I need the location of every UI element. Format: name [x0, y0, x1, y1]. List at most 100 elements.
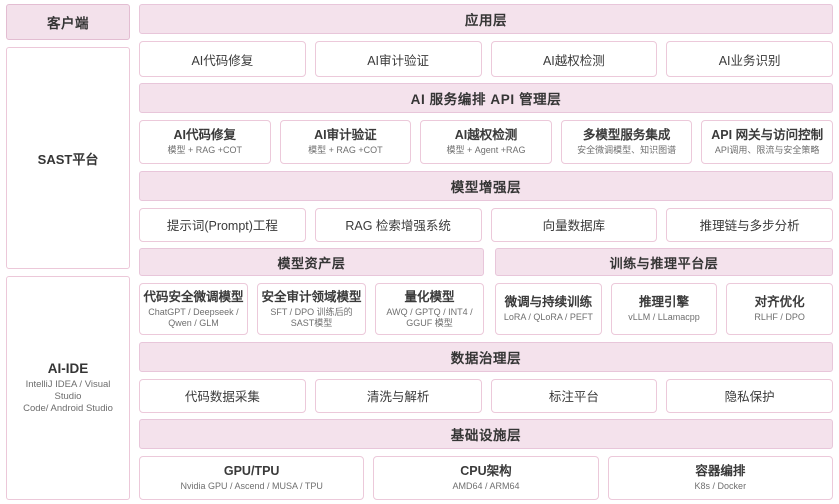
card-title: CPU架构 — [460, 464, 512, 479]
layer-application-cards: AI代码修复 AI审计验证 AI越权检测 AI业务识别 — [139, 41, 833, 77]
card-title: AI越权检测 — [542, 53, 605, 68]
layer-model-enhancement-cards: 提示词(Prompt)工程 RAG 检索增强系统 向量数据库 推理链与多步分析 — [139, 207, 833, 242]
card-subtitle: ChatGPT / Deepseek /Qwen / GLM — [148, 306, 239, 328]
rail-sast-title: SAST平台 — [37, 151, 99, 167]
card-subtitle: K8s / Docker — [694, 481, 747, 492]
card-title: AI审计验证 — [314, 128, 377, 143]
card-subtitle: RLHF / DPO — [754, 312, 805, 323]
card-title: 向量数据库 — [542, 219, 606, 234]
layer-model-assets: 模型资产层 代码安全微调模型 ChatGPT / Deepseek /Qwen … — [139, 248, 484, 336]
rail-client-chip: 客户端 — [6, 4, 130, 40]
rail-sast-platform-box: SAST平台 — [6, 47, 130, 269]
card-vector-database[interactable]: 向量数据库 — [490, 207, 658, 242]
card-ai-business-recognition[interactable]: AI业务识别 — [666, 41, 833, 77]
layer-data-governance-cards: 代码数据采集 清洗与解析 标注平台 隐私保护 — [139, 378, 833, 413]
card-title: 隐私保护 — [724, 390, 775, 405]
layer-application-header: 应用层 — [139, 4, 833, 34]
layer-training-inference-title: 训练与推理平台层 — [609, 255, 719, 271]
layer-training-inference-cards: 微调与持续训练 LoRA / QLoRA / PEFT 推理引擎 vLLM / … — [495, 283, 834, 336]
card-ai-code-fix[interactable]: AI代码修复 — [139, 41, 306, 77]
card-subtitle: Nvidia GPU / Ascend / MUSA / TPU — [180, 481, 323, 492]
card-subtitle: API调用、限流与安全策略 — [714, 145, 820, 156]
card-api-gateway-access-control[interactable]: API 网关与访问控制 API调用、限流与安全策略 — [701, 120, 833, 165]
card-title: 对齐优化 — [754, 295, 805, 310]
card-subtitle: 安全微调模型、知识图谱 — [577, 145, 677, 156]
card-subtitle: vLLM / LLamacpp — [628, 312, 700, 323]
split-assets-training: 模型资产层 代码安全微调模型 ChatGPT / Deepseek /Qwen … — [139, 248, 834, 336]
rail-ai-ide-box: AI-IDE IntelliJ IDEA / Visual Studio Cod… — [6, 276, 130, 500]
rail-client-label: 客户端 — [47, 16, 89, 31]
card-title: 微调与持续训练 — [504, 295, 593, 310]
card-title: 推理引擎 — [639, 295, 690, 310]
layer-training-inference-header: 训练与推理平台层 — [495, 248, 833, 277]
card-title: 提示词(Prompt)工程 — [166, 219, 278, 234]
layer-infrastructure: 基础设施层 GPU/TPU Nvidia GPU / Ascend / MUSA… — [139, 419, 833, 501]
card-container-orchestration[interactable]: 容器编排 K8s / Docker — [607, 456, 833, 501]
card-title: 代码数据采集 — [184, 390, 260, 405]
layer-model-enhancement-header: 模型增强层 — [139, 170, 833, 201]
card-finetune-continuous-training[interactable]: 微调与持续训练 LoRA / QLoRA / PEFT — [495, 283, 602, 336]
layer-stack: 应用层 AI代码修复 AI审计验证 AI越权检测 AI业务识别 — [139, 4, 834, 501]
rail-ide-sub-1: IntelliJ IDEA / Visual — [25, 379, 111, 390]
card-code-security-finetuned-model[interactable]: 代码安全微调模型 ChatGPT / Deepseek /Qwen / GLM — [139, 283, 248, 336]
layer-data-governance: 数据治理层 代码数据采集 清洗与解析 标注平台 隐私保护 — [139, 341, 833, 413]
card-inference-engine[interactable]: 推理引擎 vLLM / LLamacpp — [610, 283, 718, 336]
card-title: 代码安全微调模型 — [143, 289, 244, 304]
card-title: RAG 检索增强系统 — [345, 219, 451, 234]
card-title: 多模型服务集成 — [582, 128, 671, 143]
card-subtitle: 模型 + Agent +RAG — [446, 145, 526, 156]
card-api-ai-privilege-detect[interactable]: AI越权检测 模型 + Agent +RAG — [420, 120, 552, 165]
layer-model-assets-title: 模型资产层 — [277, 255, 346, 271]
card-annotation-platform[interactable]: 标注平台 — [490, 378, 658, 413]
card-title: AI业务识别 — [718, 53, 781, 68]
rail-ide-sub-3: Code/ Android Studio — [23, 403, 113, 414]
card-title: 标注平台 — [548, 390, 599, 405]
card-alignment-optimization[interactable]: 对齐优化 RLHF / DPO — [726, 283, 834, 336]
card-title: AI越权检测 — [454, 128, 518, 143]
left-rail: 客户端 SAST平台 AI-IDE IntelliJ IDEA / Visual… — [6, 4, 130, 500]
card-api-ai-audit-verify[interactable]: AI审计验证 模型 + RAG +COT — [279, 120, 412, 165]
layer-api-orchestration-header: AI 服务编排 API 管理层 — [139, 83, 833, 114]
layer-data-governance-title: 数据治理层 — [450, 350, 522, 366]
card-title: API 网关与访问控制 — [711, 128, 824, 143]
card-title: 清洗与解析 — [366, 390, 430, 405]
card-title: 容器编排 — [695, 464, 746, 479]
card-cleaning-parsing[interactable]: 清洗与解析 — [314, 378, 482, 413]
layer-infrastructure-title: 基础设施层 — [450, 428, 522, 444]
card-subtitle: LoRA / QLoRA / PEFT — [503, 312, 593, 323]
layer-training-inference: 训练与推理平台层 微调与持续训练 LoRA / QLoRA / PEFT 推理引… — [495, 248, 834, 336]
layer-api-orchestration: AI 服务编排 API 管理层 AI代码修复 模型 + RAG +COT AI审… — [139, 83, 833, 165]
card-title: GPU/TPU — [223, 464, 280, 479]
card-multi-model-service-integration[interactable]: 多模型服务集成 安全微调模型、知识图谱 — [560, 120, 693, 165]
layer-model-enhancement-title: 模型增强层 — [450, 179, 522, 195]
card-cpu-architecture[interactable]: CPU架构 AMD64 / ARM64 — [373, 456, 599, 501]
rail-ide-sub-2: Studio — [54, 391, 82, 402]
layer-data-governance-header: 数据治理层 — [139, 341, 833, 372]
card-privacy-protection[interactable]: 隐私保护 — [666, 378, 833, 413]
card-subtitle: 模型 + RAG +COT — [308, 145, 383, 156]
card-title: 推理链与多步分析 — [699, 219, 800, 234]
rail-ide-title: AI-IDE — [47, 361, 89, 376]
card-subtitle: 模型 + RAG +COT — [167, 145, 243, 156]
layer-application: 应用层 AI代码修复 AI审计验证 AI越权检测 AI业务识别 — [139, 4, 833, 77]
card-ai-privilege-detect[interactable]: AI越权检测 — [490, 41, 658, 77]
layer-model-enhancement: 模型增强层 提示词(Prompt)工程 RAG 检索增强系统 向量数据库 推理链… — [139, 170, 833, 242]
layer-infrastructure-cards: GPU/TPU Nvidia GPU / Ascend / MUSA / TPU… — [139, 456, 833, 501]
card-subtitle: AWQ / GPTQ / INT4 /GGUF 模型 — [386, 306, 473, 328]
card-quantized-model[interactable]: 量化模型 AWQ / GPTQ / INT4 /GGUF 模型 — [375, 283, 484, 336]
card-api-ai-code-fix[interactable]: AI代码修复 模型 + RAG +COT — [139, 120, 271, 165]
card-code-data-collection[interactable]: 代码数据采集 — [139, 378, 306, 413]
card-prompt-engineering[interactable]: 提示词(Prompt)工程 — [139, 207, 306, 242]
layer-infrastructure-header: 基础设施层 — [139, 419, 833, 450]
layer-api-orchestration-title: AI 服务编排 API 管理层 — [410, 92, 562, 108]
card-rag-retrieval-system[interactable]: RAG 检索增强系统 — [314, 207, 482, 242]
card-ai-audit-verify[interactable]: AI审计验证 — [314, 41, 482, 77]
card-gpu-tpu[interactable]: GPU/TPU Nvidia GPU / Ascend / MUSA / TPU — [139, 456, 365, 501]
card-reasoning-chain-analysis[interactable]: 推理链与多步分析 — [666, 207, 833, 242]
card-title: 安全审计领域模型 — [261, 289, 362, 304]
card-subtitle: AMD64 / ARM64 — [452, 481, 520, 492]
layer-api-orchestration-cards: AI代码修复 模型 + RAG +COT AI审计验证 模型 + RAG +CO… — [139, 120, 833, 165]
